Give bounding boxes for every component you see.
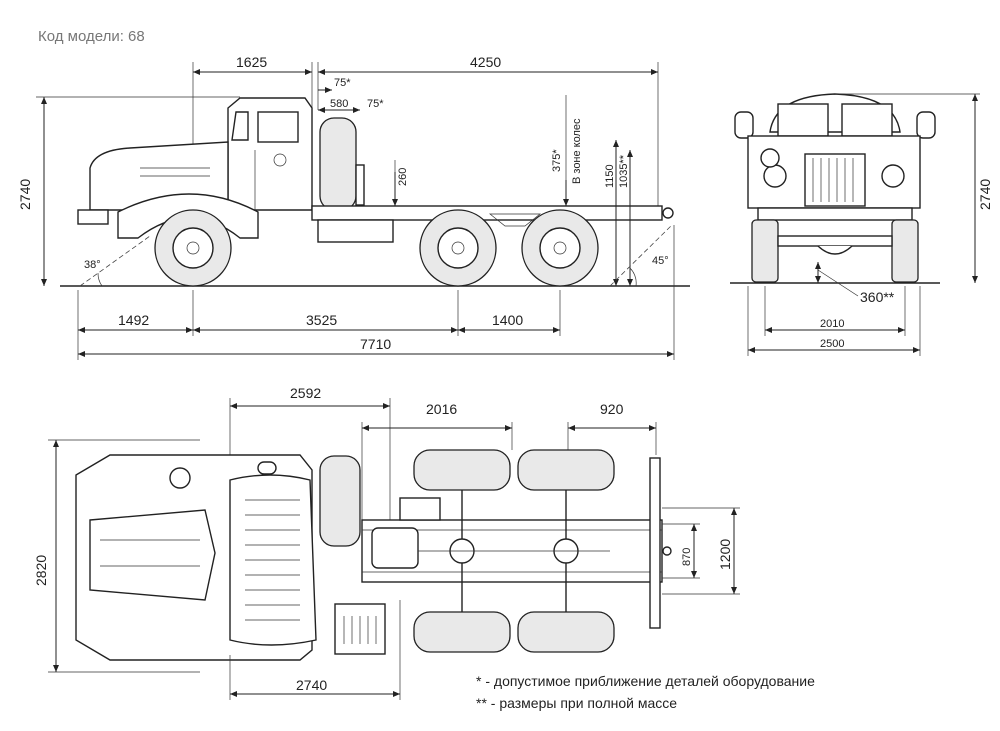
dim-front-2740: 2740 bbox=[977, 179, 993, 210]
spare-bracket bbox=[355, 164, 365, 206]
dim-580: 580 bbox=[330, 98, 348, 110]
dim-1200: 1200 bbox=[717, 539, 733, 570]
top-fuel-tank bbox=[371, 527, 419, 569]
approach-angle: 38° bbox=[84, 259, 101, 271]
dim-wheel-zone-text: В зоне колес bbox=[571, 118, 583, 184]
dim-2592: 2592 bbox=[290, 385, 321, 401]
dim-870: 870 bbox=[681, 548, 693, 566]
cab-roof-ribs bbox=[245, 499, 300, 621]
footnote-1: * - допустимое приближение деталей обору… bbox=[476, 673, 815, 689]
front-windshield-left bbox=[777, 103, 829, 137]
dim-1035: 1035** bbox=[618, 154, 630, 188]
front-view-wheel-right bbox=[891, 219, 919, 283]
top-mirror bbox=[257, 461, 277, 475]
leader-clearance bbox=[817, 269, 859, 297]
top-tire-rr2 bbox=[517, 611, 615, 653]
front-windshield-right bbox=[841, 103, 893, 137]
air-filter bbox=[169, 467, 191, 489]
rear-wheel-1 bbox=[419, 209, 497, 287]
top-tire-rl1 bbox=[413, 449, 511, 491]
dim-cab-2740: 2740 bbox=[296, 677, 327, 693]
top-hood-bonnet bbox=[89, 509, 216, 601]
footnote-2-text: - размеры при полной массе bbox=[487, 695, 677, 711]
horn bbox=[760, 148, 780, 168]
dim-375: 375* bbox=[551, 149, 563, 172]
dim-75b: 75* bbox=[367, 98, 384, 110]
rear-wheel-2 bbox=[521, 209, 599, 287]
hood-lines bbox=[100, 539, 200, 567]
dim-1400: 1400 bbox=[492, 312, 523, 328]
top-box bbox=[399, 497, 441, 521]
dim-track-2010: 2010 bbox=[820, 318, 844, 330]
spare-wheel bbox=[319, 117, 357, 211]
battery-ribs bbox=[343, 616, 377, 644]
cab-window-front bbox=[231, 111, 249, 141]
dim-75a: 75* bbox=[334, 77, 351, 89]
dim-3525: 3525 bbox=[306, 312, 337, 328]
frame-rail bbox=[311, 205, 663, 221]
cab-emblem bbox=[273, 153, 287, 167]
approach-angle-arc bbox=[97, 272, 103, 287]
dim-width-2500: 2500 bbox=[820, 338, 844, 350]
front-wheel bbox=[154, 209, 232, 287]
front-view: 2740 360** 2010 2500 bbox=[730, 93, 993, 356]
front-bumper-front bbox=[757, 207, 913, 221]
model-label: Код модели: 68 bbox=[38, 28, 145, 45]
rear-bumper-bar bbox=[649, 457, 661, 629]
dim-7710: 7710 bbox=[360, 336, 391, 352]
dim-4250: 4250 bbox=[470, 54, 501, 70]
top-tire-rl2 bbox=[517, 449, 615, 491]
grille-slats bbox=[812, 158, 854, 202]
footnote-2-mark: ** bbox=[476, 695, 487, 711]
footnote-1-mark: * bbox=[476, 673, 482, 689]
front-view-wheel-left bbox=[751, 219, 779, 283]
front-grille bbox=[804, 153, 866, 207]
top-tire-rr1 bbox=[413, 611, 511, 653]
departure-angle-arc bbox=[629, 267, 637, 287]
fuel-tank bbox=[317, 219, 394, 243]
side-view: 1625 4250 75* 580 75* 2740 260 bbox=[17, 54, 690, 360]
dim-2820: 2820 bbox=[33, 555, 49, 586]
top-tow-hook bbox=[662, 546, 672, 556]
top-spare-wheel bbox=[319, 455, 361, 547]
mirror-left bbox=[734, 111, 754, 139]
cab-window-side bbox=[257, 111, 299, 143]
departure-angle-line bbox=[609, 224, 673, 287]
dim-clearance-360: 360** bbox=[860, 289, 895, 305]
dim-920: 920 bbox=[600, 401, 624, 417]
dim-height-2740: 2740 bbox=[17, 179, 33, 210]
dim-260: 260 bbox=[397, 168, 409, 186]
front-bumper bbox=[77, 209, 109, 225]
footnote-1-text: - допустимое приближение деталей оборудо… bbox=[481, 673, 815, 689]
footnote-2: ** - размеры при полной массе bbox=[476, 695, 677, 711]
headlight-right bbox=[881, 164, 905, 188]
front-axle bbox=[777, 235, 893, 247]
top-view: 2592 2016 920 2820 bbox=[33, 385, 740, 700]
bogie-spring bbox=[489, 213, 541, 227]
hood-grille-lines bbox=[140, 167, 210, 177]
dim-1625: 1625 bbox=[236, 54, 267, 70]
headlight-left bbox=[763, 164, 787, 188]
mirror-right bbox=[916, 111, 936, 139]
tow-hook bbox=[662, 207, 674, 219]
departure-angle: 45° bbox=[652, 255, 669, 267]
diff-housing bbox=[817, 245, 853, 255]
dim-1150: 1150 bbox=[604, 164, 616, 188]
dim-1492: 1492 bbox=[118, 312, 149, 328]
footnotes: * - допустимое приближение деталей обору… bbox=[476, 673, 815, 711]
dim-2016: 2016 bbox=[426, 401, 457, 417]
approach-angle-line bbox=[79, 235, 151, 287]
